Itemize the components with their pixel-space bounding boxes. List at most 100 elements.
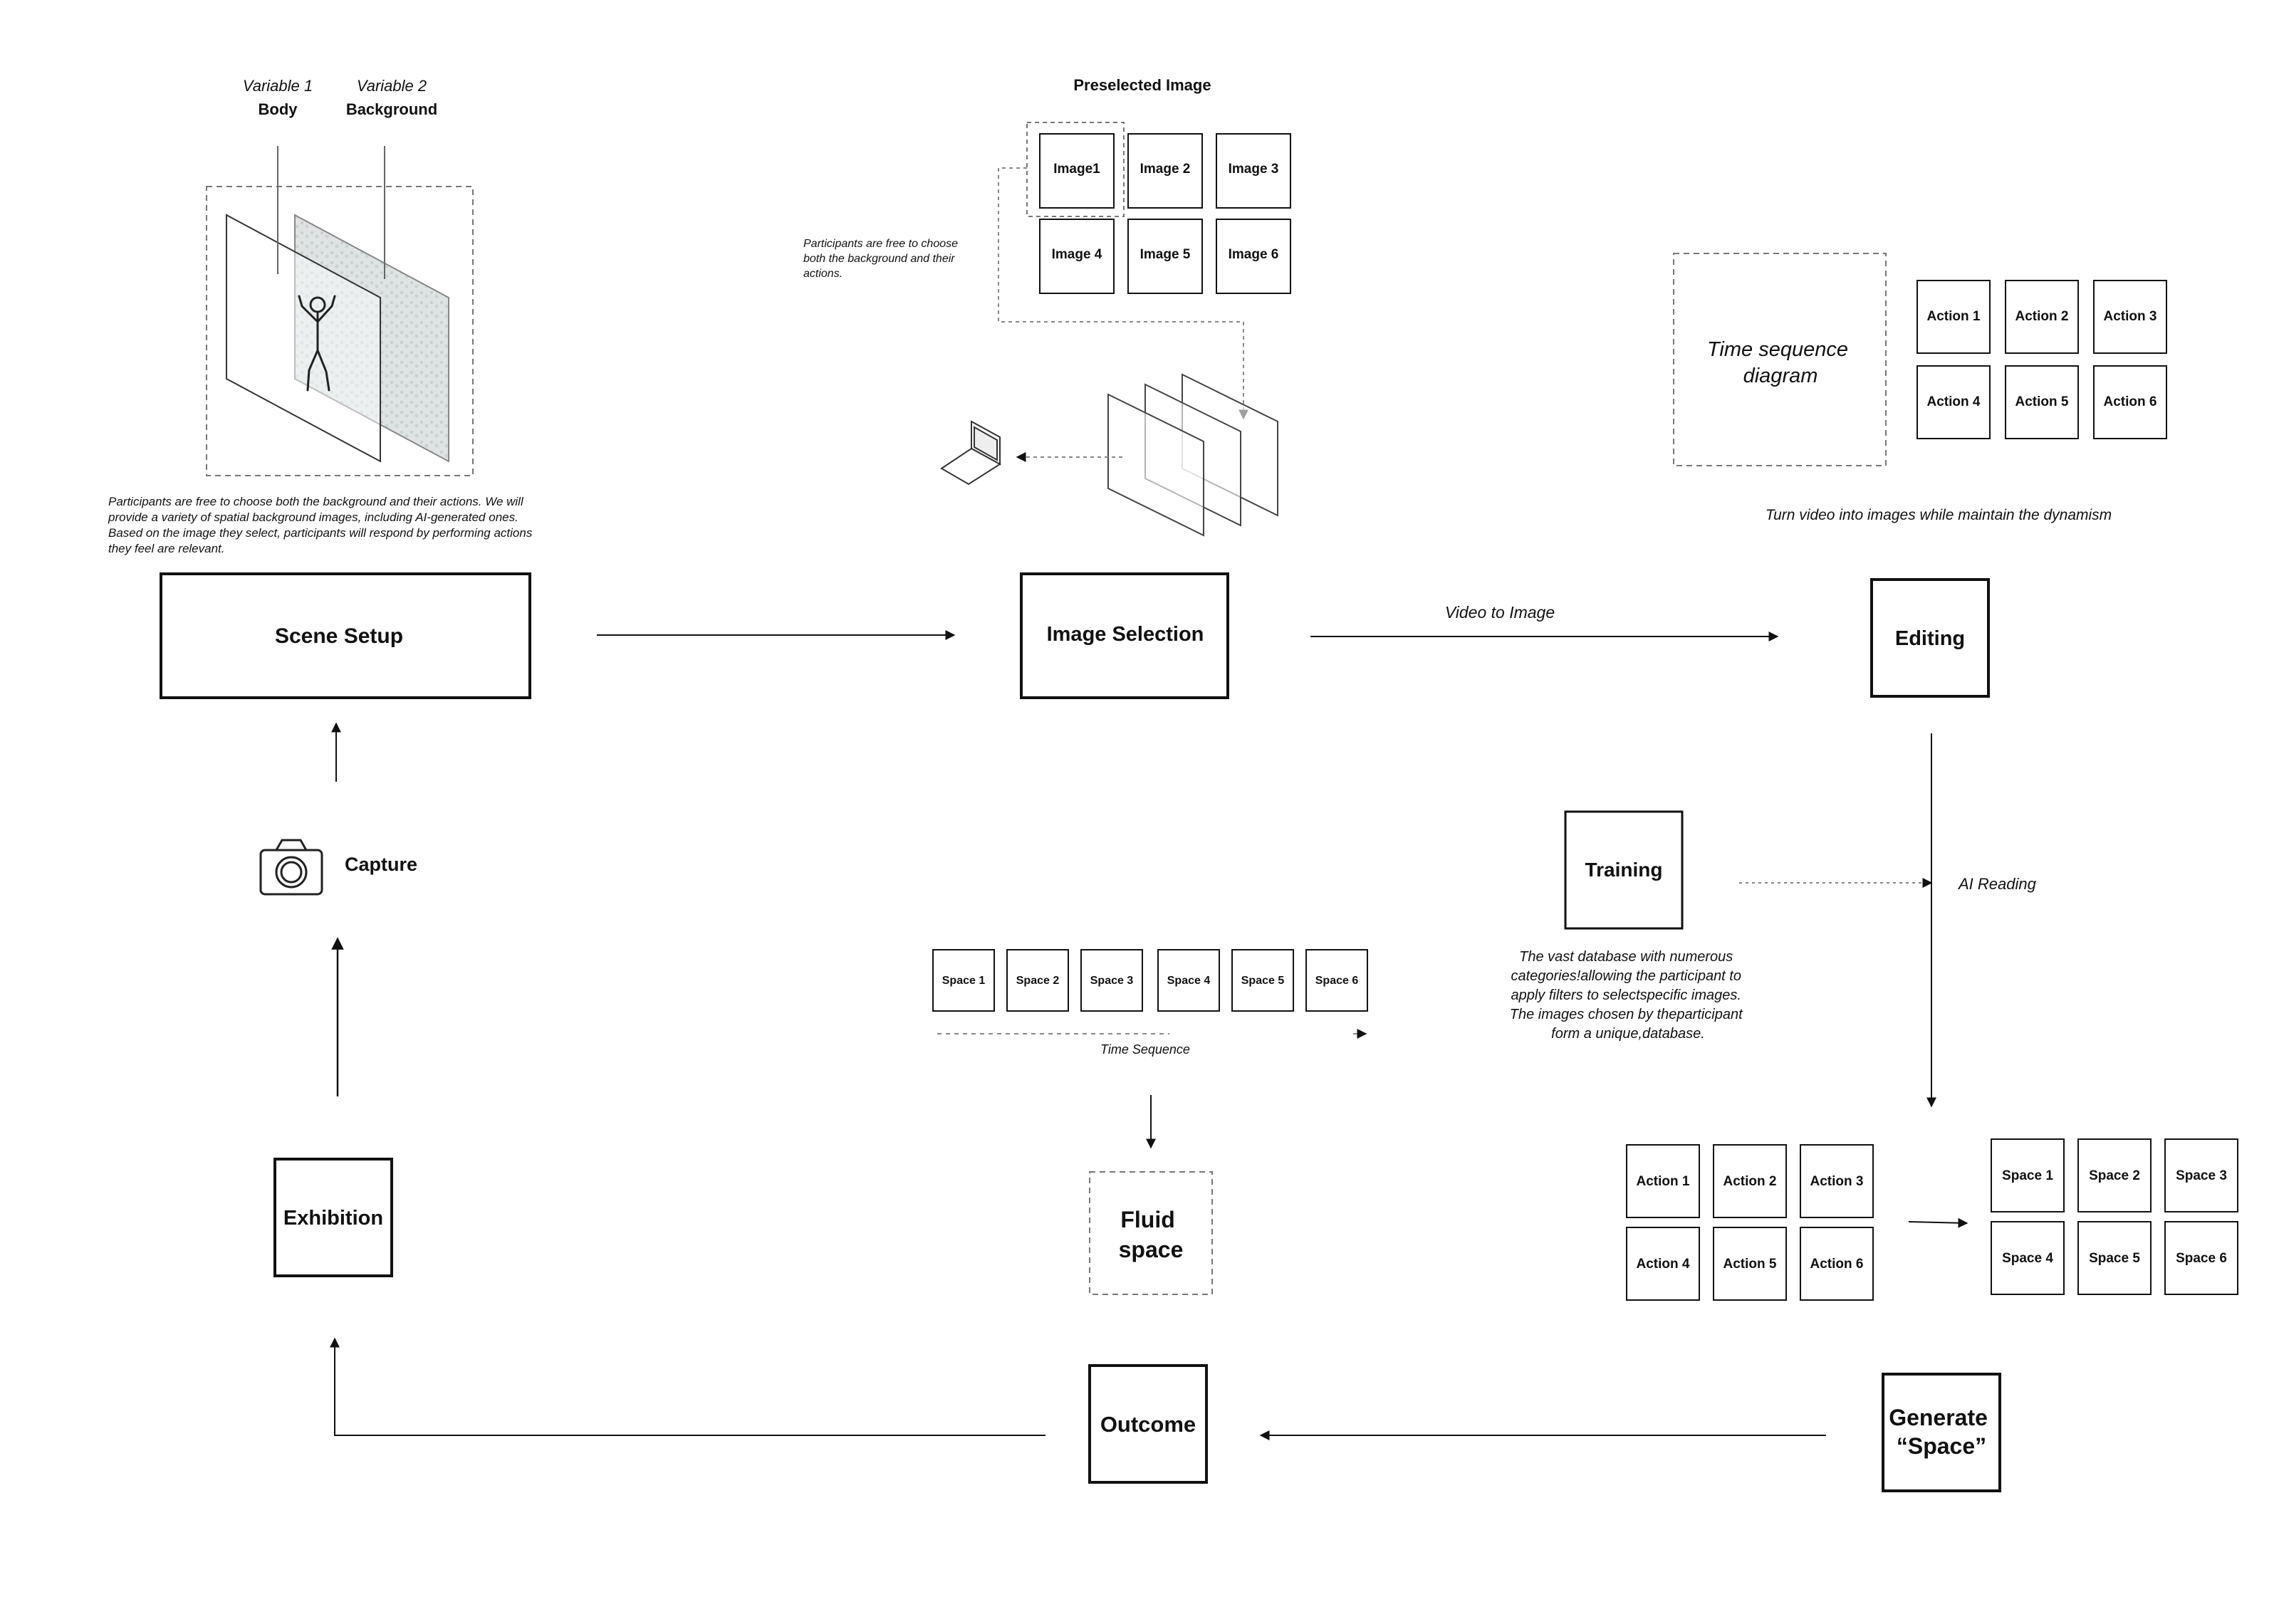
generate-space-node[interactable] [1882, 1373, 2001, 1492]
scene-description: Participants are free to choose both the… [108, 495, 536, 555]
scene-description-line: Based on the image they select, particip… [108, 526, 533, 540]
scene-description-line: provide a variety of spatial background … [108, 510, 518, 524]
image-tile[interactable] [1039, 219, 1115, 294]
editing-section: Time sequence diagram Action 1 Action 2 … [1673, 253, 2167, 698]
space-tile[interactable] [1991, 1221, 2065, 1295]
space-tile-label: Space 3 [2176, 1168, 2227, 1183]
variable-1-name: Body [259, 100, 298, 118]
space-tile[interactable] [2077, 1221, 2152, 1295]
training-note-line: form a unique,database. [1551, 1026, 1705, 1042]
action-tile-label: Action 4 [1927, 394, 1981, 409]
image-tile[interactable] [1039, 133, 1115, 209]
preselected-note-line: actions. [803, 268, 843, 280]
image-tile[interactable] [1127, 219, 1203, 294]
body-figure-icon [298, 295, 336, 392]
space-tile[interactable] [2164, 1221, 2238, 1295]
time-sequence-space-row: Space 1 Space 2 Space 3 Space 4 Space 5 … [932, 949, 1368, 1012]
image-tile[interactable] [1216, 219, 1291, 294]
image-selection-label: Image Selection [1047, 623, 1204, 646]
action-tile[interactable] [1626, 1227, 1700, 1301]
action-tile-label: Action 3 [1810, 1174, 1864, 1189]
outcome-label: Outcome [1100, 1412, 1196, 1437]
generate-space-label: Generate “Space” [1889, 1405, 1994, 1459]
variable-2-name: Background [346, 100, 437, 118]
action-tile-label: Action 4 [1637, 1257, 1690, 1272]
image-tile[interactable] [1127, 133, 1203, 209]
selection-dotted-path [998, 167, 1248, 420]
space-tile-label: Space 4 [1167, 975, 1211, 987]
time-sequence-line: diagram [1743, 365, 1818, 387]
space-tile[interactable] [1305, 949, 1368, 1012]
image-tile[interactable] [1216, 133, 1291, 209]
space-tile-label: Space 6 [2176, 1251, 2227, 1266]
image-tile-label: Image 3 [1229, 162, 1279, 177]
action-tile-label: Action 1 [1637, 1174, 1690, 1189]
scene-setup-node[interactable] [160, 572, 531, 699]
selected-image-highlight [1026, 122, 1125, 217]
outcome-node[interactable] [1088, 1364, 1208, 1484]
image-selection-node[interactable] [1020, 572, 1229, 699]
space-tile[interactable] [932, 949, 995, 1012]
image-tile-label: Image1 [1053, 162, 1100, 177]
space-tile[interactable] [2164, 1138, 2238, 1212]
action-tile[interactable] [2093, 365, 2167, 439]
space-tile[interactable] [2077, 1138, 2152, 1212]
body-plane [226, 214, 381, 463]
time-sequence-diagram-box [1673, 253, 1887, 466]
capture-label: Capture [345, 854, 417, 875]
action-tile-label: Action 3 [2104, 309, 2157, 324]
image-selection-section: Preselected Image Image1 Image 2 Image 3… [803, 76, 1291, 699]
action-tile[interactable] [1916, 365, 1991, 439]
action-tile[interactable] [1626, 1144, 1700, 1218]
space-tile[interactable] [1080, 949, 1143, 1012]
time-sequence-line: Time sequence [1707, 338, 1848, 361]
generate-label-line: Generate [1889, 1405, 1988, 1430]
action-tile[interactable] [1713, 1227, 1787, 1301]
exhibition-node[interactable] [273, 1158, 393, 1277]
preselected-title: Preselected Image [1073, 76, 1211, 94]
scene-description-line: Participants are free to choose both the… [108, 495, 524, 508]
space-tile-label: Space 1 [942, 975, 986, 987]
fluid-space-box[interactable] [1089, 1171, 1213, 1295]
background-plane [294, 214, 449, 463]
action-tile[interactable] [1916, 280, 1991, 354]
editing-action-grid: Action 1 Action 2 Action 3 Action 4 Acti… [1916, 280, 2167, 439]
training-node[interactable] [1564, 810, 1684, 930]
scene-setup-section: Variable 1 Body Variable 2 Background Pa… [108, 77, 536, 699]
preselected-note: Participants are free to choose both the… [803, 238, 961, 280]
training-note-line: The vast database with numerous [1519, 949, 1733, 965]
space-tile-label: Space 3 [1090, 975, 1134, 987]
space-tile-label: Space 2 [2089, 1168, 2140, 1183]
action-tile-label: Action 2 [2015, 309, 2069, 324]
editing-node[interactable] [1870, 578, 1990, 698]
layered-planes-icon [1107, 373, 1278, 537]
fluid-space-line: Fluid [1120, 1207, 1174, 1232]
action-tile[interactable] [1713, 1144, 1787, 1218]
preselected-note-line: Participants are free to choose [803, 238, 958, 250]
action-tile-label: Action 5 [2015, 394, 2069, 409]
space-tile[interactable] [1991, 1138, 2065, 1212]
image-tile-label: Image 4 [1052, 247, 1102, 262]
training-note-line: The images chosen by theparticipant [1510, 1007, 1743, 1022]
space-tile[interactable] [1006, 949, 1069, 1012]
action-tile[interactable] [2005, 365, 2079, 439]
fluid-space-line: space [1119, 1237, 1184, 1262]
action-tile[interactable] [2005, 280, 2079, 354]
space-tile[interactable] [1157, 949, 1220, 1012]
image-tile-label: Image 2 [1140, 162, 1191, 177]
generate-space-grid: Space 1 Space 2 Space 3 Space 4 Space 5 … [1991, 1138, 2238, 1295]
action-tile[interactable] [2093, 280, 2167, 354]
exhibition-label: Exhibition [283, 1207, 383, 1230]
space-tile[interactable] [1231, 949, 1294, 1012]
ai-reading-label: AI Reading [1957, 875, 2037, 893]
space-tile-label: Space 4 [2002, 1251, 2053, 1266]
editing-label: Editing [1895, 627, 1965, 650]
action-tile[interactable] [1800, 1227, 1874, 1301]
camera-icon [259, 839, 323, 896]
action-tile[interactable] [1800, 1144, 1874, 1218]
scene-description-line: they feel are relevant. [108, 542, 224, 555]
laptop-icon [940, 420, 1001, 486]
video-to-image-label: Video to Image [1445, 603, 1555, 622]
training-note: The vast database with numerous categori… [1510, 949, 1746, 1042]
